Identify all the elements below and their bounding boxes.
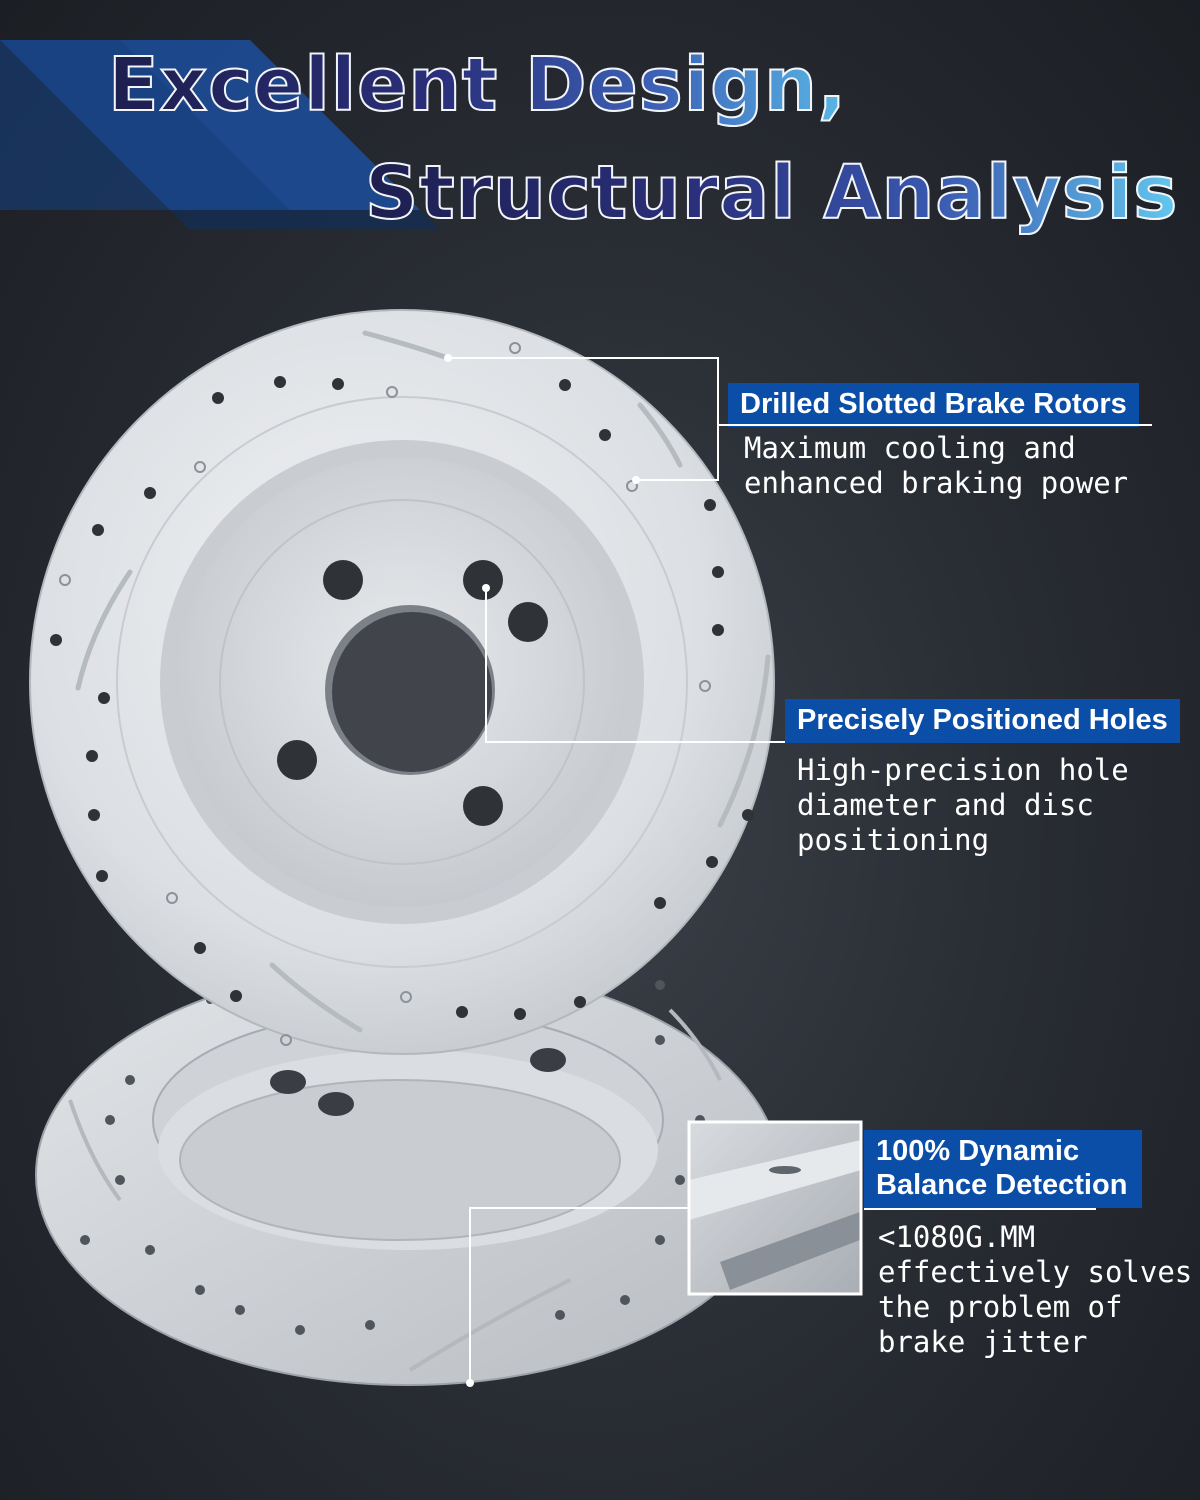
feature-desc-line: High-precision hole [797,753,1129,787]
feature-desc-line: the problem of [878,1290,1123,1324]
front-rotor-drill-holes [50,376,754,1020]
feature-desc-line: diameter and disc [797,788,1094,822]
headline-line-1: Excellent Design, [107,41,847,129]
feature-desc-line: enhanced braking power [744,466,1129,500]
feature-desc-dynamic-balance: <1080G.MM effectively solves the problem… [878,1220,1192,1360]
feature-desc-drilled-slotted: Maximum cooling and enhanced braking pow… [744,431,1128,501]
feature-title-positioned-holes: Precisely Positioned Holes [785,699,1180,744]
feature-title-line: Balance Detection [876,1169,1128,1202]
feature-desc-line: positioning [797,823,990,857]
balance-detail-zoom [687,1120,863,1296]
rear-rotor-drill-holes [80,980,725,1335]
feature-title-drilled-slotted: Drilled Slotted Brake Rotors [728,383,1139,428]
feature-title-line: Drilled Slotted Brake Rotors [740,388,1127,420]
feature-divider [864,1208,1096,1210]
feature-title-dynamic-balance: 100% Dynamic Balance Detection [864,1130,1142,1209]
feature-desc-line: Maximum cooling and [744,431,1076,465]
feature-desc-line: brake jitter [878,1325,1088,1359]
feature-desc-line: effectively solves [878,1255,1193,1289]
feature-desc-positioned-holes: High-precision hole diameter and disc po… [797,753,1129,858]
feature-title-line: Precisely Positioned Holes [797,704,1168,736]
front-rotor [29,309,775,1055]
headline-line-2: Structural Analysis [364,149,1179,237]
feature-desc-line: <1080G.MM [878,1220,1036,1254]
lug-holes [277,560,548,826]
feature-divider [718,424,1152,426]
feature-title-line: 100% Dynamic [876,1135,1080,1167]
front-rotor-vent-marks [59,342,711,1046]
